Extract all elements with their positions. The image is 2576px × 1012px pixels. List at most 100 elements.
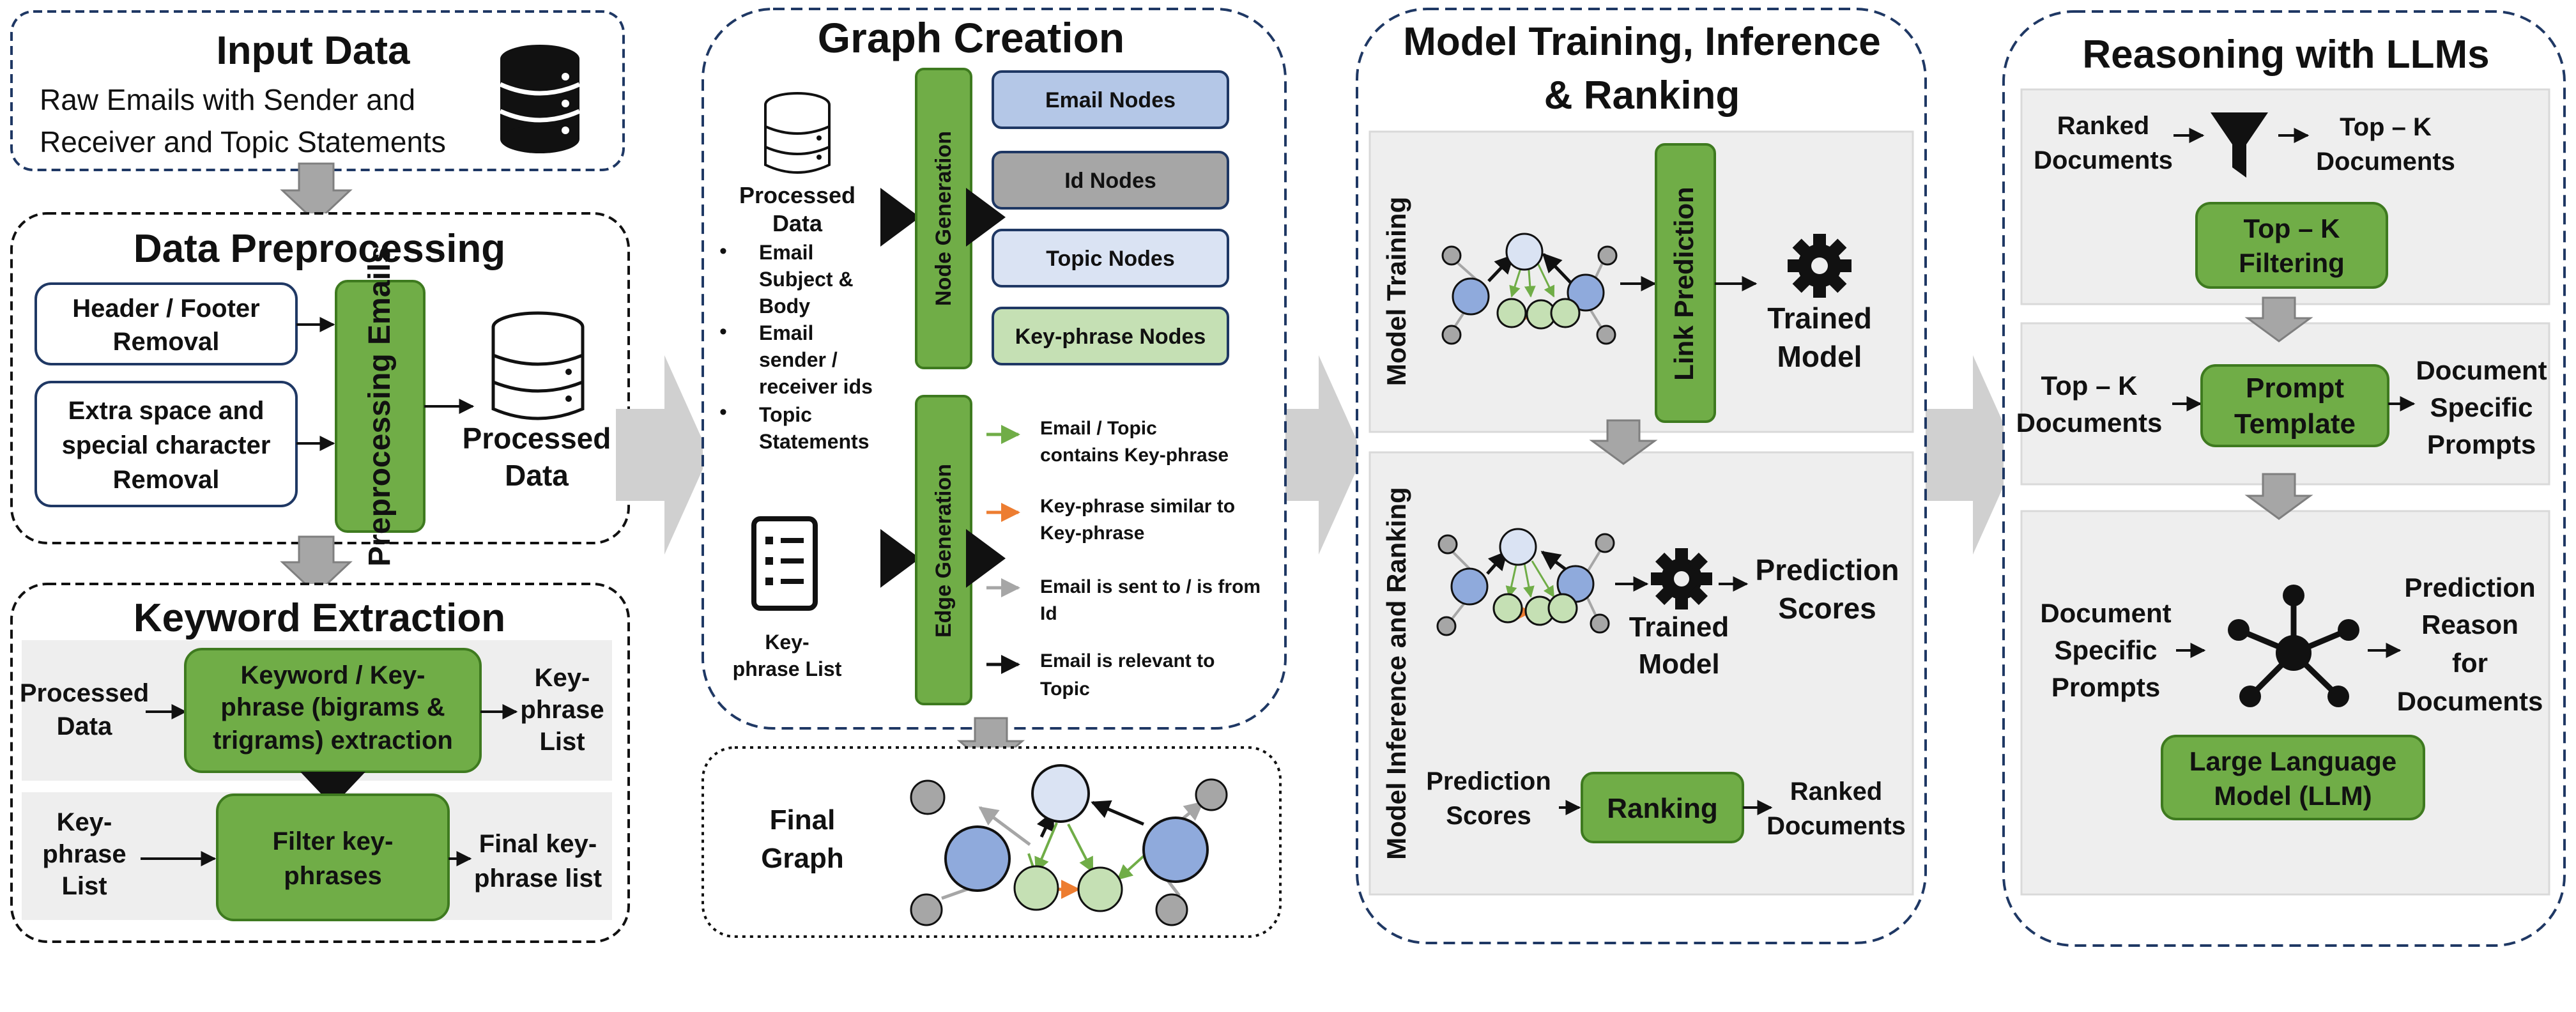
llm-label-2: Model (LLM) — [2214, 781, 2372, 811]
edge-3-line-1: Email is sent to / is from — [1040, 576, 1261, 597]
inference-graph-icon — [1436, 528, 1615, 636]
input-data-desc-2: Receiver and Topic Statements — [40, 125, 446, 158]
training-graph-icon — [1441, 233, 1618, 345]
down-arrow-2 — [280, 535, 353, 596]
funnel-icon — [2211, 112, 2268, 178]
filter-box-2: phrases — [284, 862, 381, 890]
prompt-template-box — [2200, 364, 2389, 447]
r-pred-reason-2: Reason — [2421, 610, 2518, 640]
trained-model-2-label-1: Trained — [1629, 611, 1729, 643]
kw-box-1: Keyword / Key- — [241, 661, 425, 689]
model-training-label: Model Training — [1381, 197, 1411, 386]
panel-keyword-extraction: Keyword Extraction Processed Data Keywor… — [10, 583, 630, 943]
ranking-label: Ranking — [1607, 793, 1718, 824]
model-inference-label: Model Inference and Ranking — [1381, 487, 1411, 859]
kw-row1-out-2: phrase — [520, 696, 604, 724]
r-pred-reason-3: for — [2452, 648, 2488, 678]
bullet-1: • — [719, 239, 727, 263]
keyphrase-nodes-box — [992, 307, 1229, 365]
kw-row1-in-1: Processed — [20, 679, 149, 707]
kw-row2-in-2: phrase — [42, 840, 126, 868]
final-graph-label-1: Final — [770, 804, 836, 836]
trained-model-label-1: Trained — [1767, 302, 1872, 335]
r-pred-reason-4: Documents — [2397, 686, 2543, 716]
kw-box-2: phrase (bigrams & — [220, 693, 445, 721]
filter-box-1: Filter key- — [273, 827, 394, 855]
flow-arrow-1 — [616, 355, 709, 555]
r-topk-docs-1: Top – K — [2340, 113, 2432, 141]
extra-space-text-1: Extra space and — [68, 397, 264, 425]
reasoning-title: Reasoning with LLMs — [2082, 33, 2489, 77]
topic-nodes-box — [992, 229, 1229, 288]
email-nodes-box — [992, 70, 1229, 129]
bullet-3-line-2: Statements — [759, 430, 870, 453]
topk-filtering-box — [2195, 202, 2388, 289]
panel-input-data: Input Data Raw Emails with Sender and Re… — [10, 10, 625, 171]
kw-row1-in-2: Data — [57, 712, 112, 740]
r-doc-prompts-1: Document — [2416, 355, 2547, 385]
flow-arrow-2 — [1270, 355, 1363, 555]
bullet-1-line-2: Subject & — [759, 268, 854, 291]
g-keyphrase-list-1: Key- — [765, 631, 809, 654]
processed-data-db-icon — [491, 311, 585, 420]
bullet-2-line-3: receiver ids — [759, 375, 873, 398]
edge-4-line-1: Email is relevant to — [1040, 650, 1215, 671]
bullet-1-line-1: Email — [759, 241, 813, 264]
down-arrow-1 — [280, 162, 353, 224]
edge-2-line-1: Key-phrase similar to — [1040, 496, 1235, 517]
r-ranked-docs-1: Ranked — [2057, 112, 2150, 140]
llm-network-icon — [2228, 585, 2359, 707]
topic-nodes-label: Topic Nodes — [1046, 247, 1175, 271]
kw-row2-out-2: phrase list — [474, 864, 602, 893]
id-nodes-box — [992, 151, 1229, 210]
kw-row2-in-3: List — [61, 872, 107, 900]
edge-1-line-2: contains Key-phrase — [1040, 445, 1229, 466]
kw-row1-out-3: List — [539, 728, 585, 756]
input-data-title: Input Data — [216, 29, 410, 73]
id-nodes-label: Id Nodes — [1064, 169, 1156, 193]
r-topk-docs-2: Documents — [2316, 148, 2455, 176]
gear-icon-2 — [1651, 548, 1712, 610]
r-doc-prompts-in-1: Document — [2040, 598, 2171, 628]
edge-4-line-2: Topic — [1040, 678, 1090, 700]
gear-icon — [1788, 234, 1851, 298]
rank-in-label-1: Prediction — [1426, 767, 1551, 795]
extra-space-text-3: Removal — [113, 466, 220, 494]
r-doc-prompts-in-3: Prompts — [2051, 672, 2160, 702]
topk-filter-2: Filtering — [2239, 248, 2345, 278]
email-nodes-label: Email Nodes — [1045, 88, 1176, 112]
topk-filter-1: Top – K — [2244, 213, 2340, 243]
edge-2-line-2: Key-phrase — [1040, 523, 1144, 544]
g-processed-1: Processed — [739, 182, 855, 208]
extra-space-text-2: special character — [62, 431, 271, 459]
prediction-scores-label-1: Prediction — [1756, 553, 1899, 586]
edge-generation-label: Edge Generation — [931, 464, 956, 638]
down-arrow-model — [1589, 419, 1658, 465]
llm-label-1: Large Language — [2189, 746, 2396, 776]
database-icon — [499, 45, 581, 153]
model-title-2: & Ranking — [1544, 73, 1740, 118]
preprocessing-title: Data Preprocessing — [134, 227, 505, 271]
edge-1-line-1: Email / Topic — [1040, 418, 1157, 439]
llm-box — [2161, 735, 2425, 820]
panel-graph-creation: Graph Creation Processed Data • Email Su… — [702, 8, 1287, 730]
bullet-3: • — [719, 400, 727, 424]
node-generation-label: Node Generation — [931, 131, 956, 306]
final-graph-diagram — [910, 764, 1228, 926]
bullet-2: • — [719, 319, 727, 344]
down-arrow-r2 — [2244, 473, 2313, 520]
header-footer-text-1: Header / Footer — [72, 295, 259, 323]
r-ranked-docs-2: Documents — [2034, 146, 2173, 174]
bullet-3-line-1: Topic — [759, 403, 812, 426]
processed-data-label-1: Processed — [463, 422, 611, 455]
prediction-scores-label-2: Scores — [1778, 592, 1876, 625]
edge-3-line-2: Id — [1040, 603, 1057, 624]
down-arrow-r1 — [2244, 296, 2313, 342]
processed-data-label-2: Data — [505, 459, 569, 492]
trained-model-2-label-2: Model — [1638, 648, 1719, 680]
r-doc-prompts-3: Prompts — [2427, 429, 2536, 459]
header-footer-text-2: Removal — [113, 328, 220, 356]
r-pred-reason-1: Prediction — [2404, 572, 2535, 602]
g-keyphrase-list-2: phrase List — [733, 657, 842, 680]
kw-row1-out-1: Key- — [535, 664, 590, 692]
